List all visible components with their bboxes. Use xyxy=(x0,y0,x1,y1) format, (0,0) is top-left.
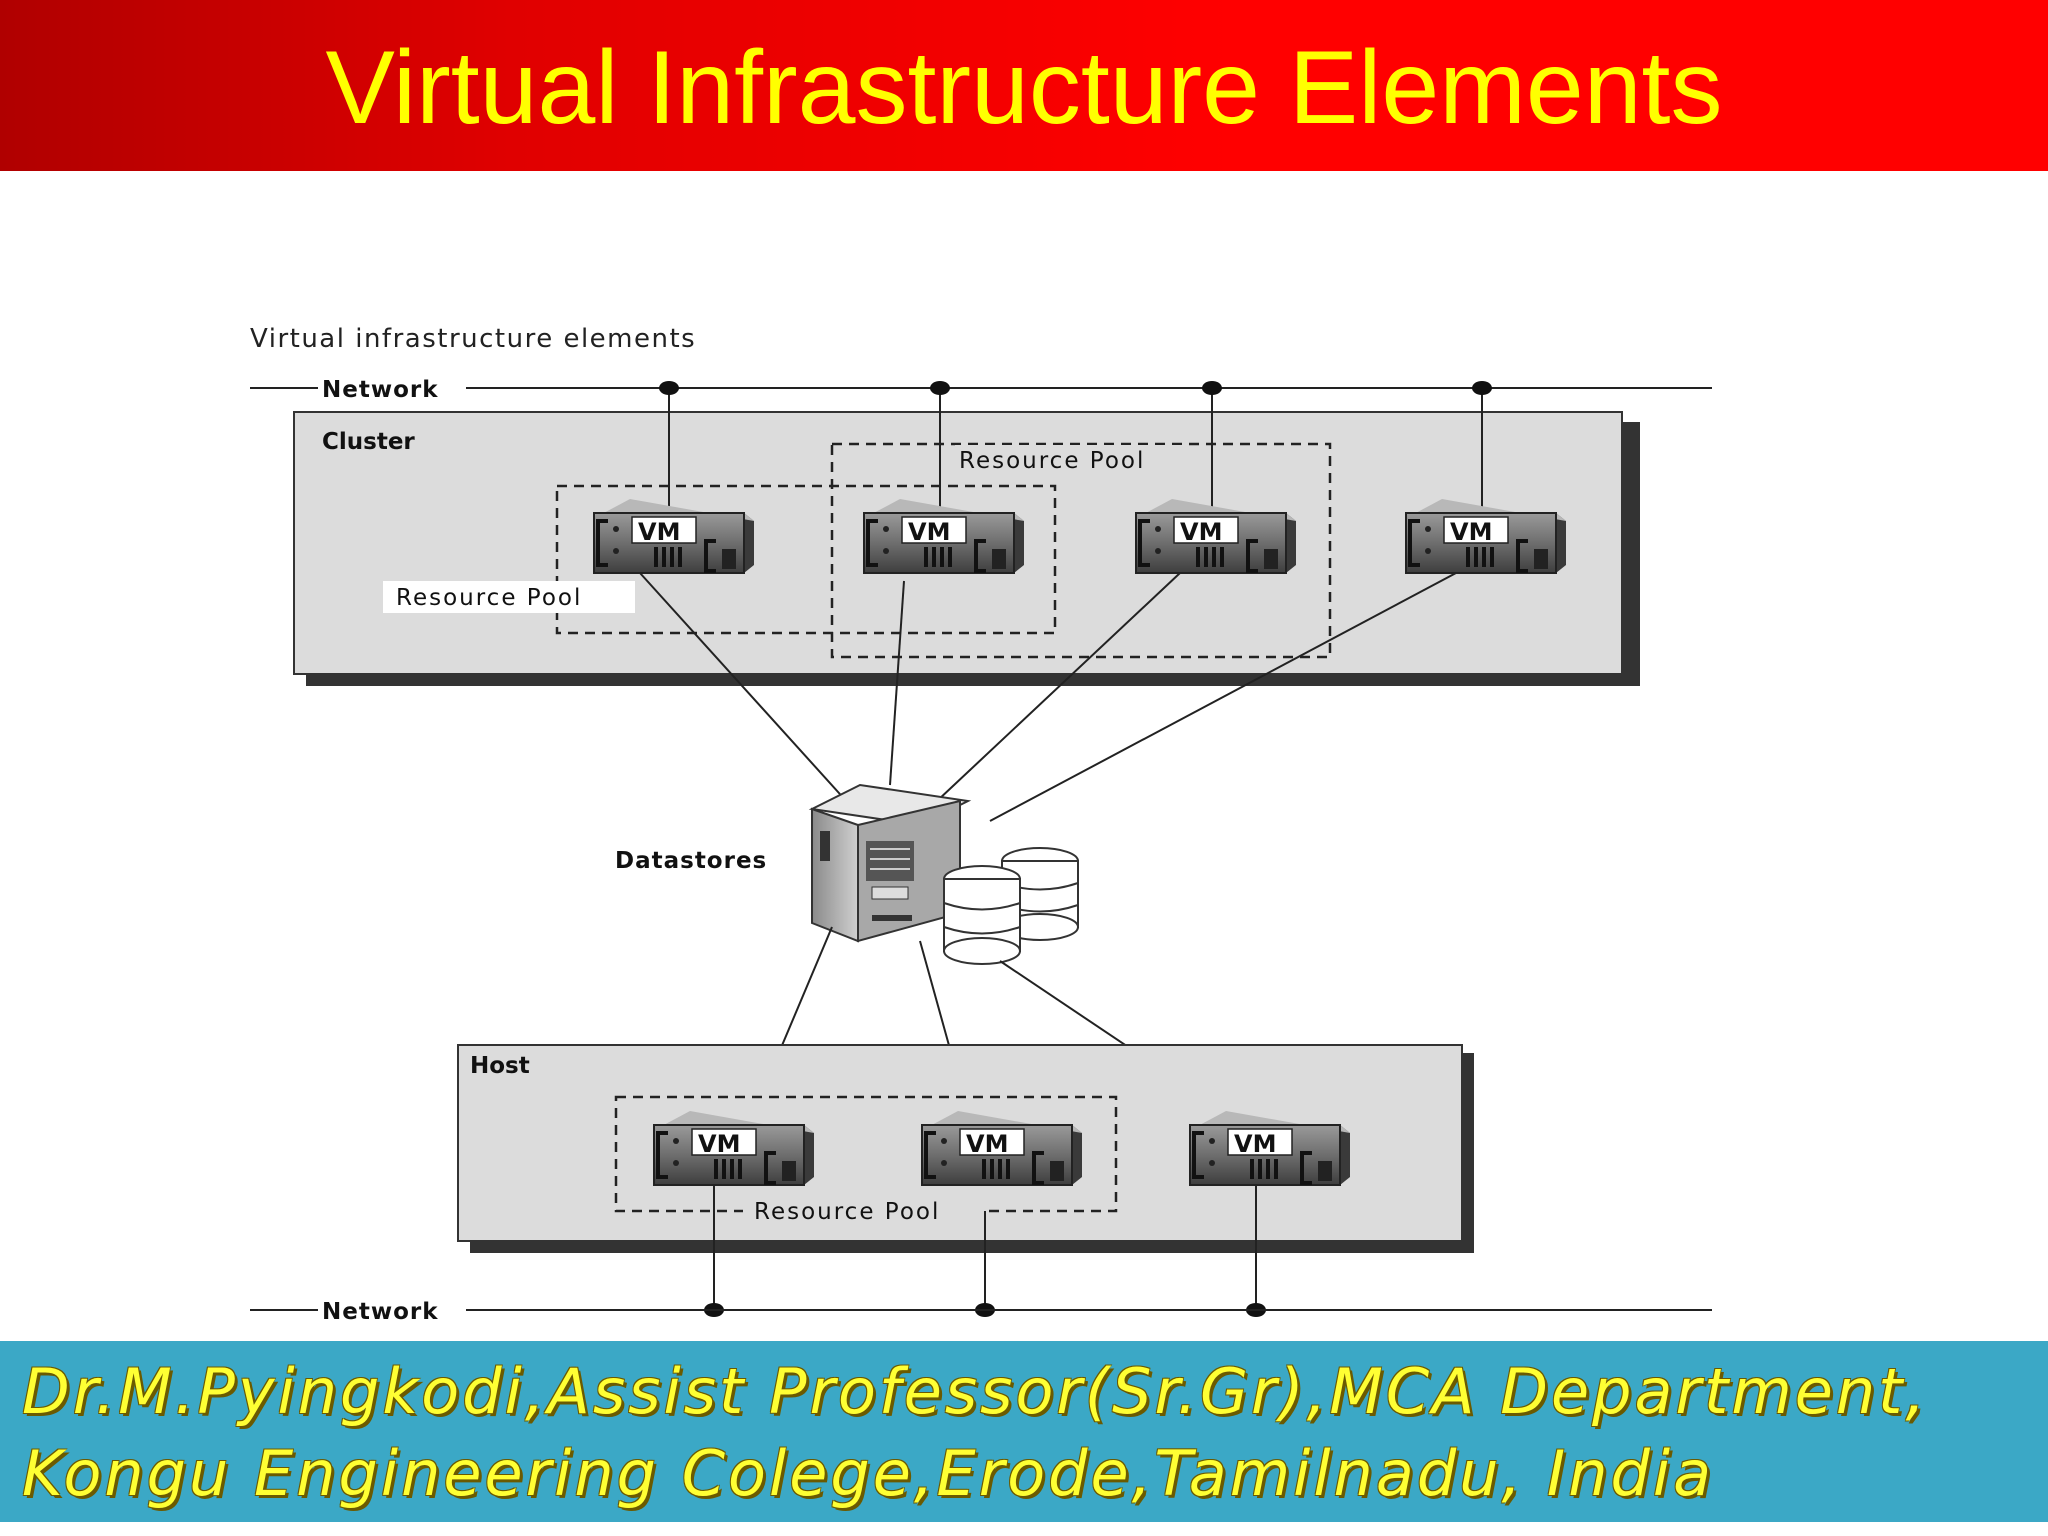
diagram-caption: Virtual infrastructure elements xyxy=(250,324,696,354)
author-line: Dr.M.Pyingkodi,Assist Professor(Sr.Gr),M… xyxy=(22,1355,1929,1428)
institution-line: Kongu Engineering Colege,Erode,Tamilnadu… xyxy=(22,1437,1715,1510)
title-bar: Virtual Infrastructure Elements xyxy=(0,0,2048,171)
vm-host-3-label: VM xyxy=(1234,1130,1276,1158)
virtual-infrastructure-diagram: Virtual infrastructure elements Network … xyxy=(250,324,1712,1325)
cluster-label: Cluster xyxy=(322,429,415,455)
vm-host-2-label: VM xyxy=(966,1130,1008,1158)
cluster-resource-pool-right-label: Resource Pool xyxy=(959,448,1145,474)
network-top-label: Network xyxy=(322,377,439,403)
slide-title: Virtual Infrastructure Elements xyxy=(325,30,1723,146)
vm-cluster-3-label: VM xyxy=(1180,518,1222,546)
datastore-disks-icon xyxy=(943,847,1079,965)
host-label: Host xyxy=(470,1053,530,1079)
vm-host-1-label: VM xyxy=(698,1130,740,1158)
cluster-resource-pool-right xyxy=(830,442,1332,659)
vm-cluster-4-label: VM xyxy=(1450,518,1492,546)
cluster-resource-pool-left xyxy=(555,484,1057,635)
network-bottom-label: Network xyxy=(322,1299,439,1325)
footer-banner: Dr.M.Pyingkodi,Assist Professor(Sr.Gr),M… xyxy=(0,1341,2048,1522)
host-resource-pool-label: Resource Pool xyxy=(754,1199,940,1225)
network-top-connections xyxy=(659,381,1492,515)
vm-cluster-1-label: VM xyxy=(638,518,680,546)
cluster-resource-pool-left-label: Resource Pool xyxy=(396,585,582,611)
bottom-strip xyxy=(0,1522,2048,1536)
datastore-connections-top xyxy=(639,572,1457,822)
datastores-label: Datastores xyxy=(615,848,767,874)
datastore-server-icon xyxy=(808,783,972,943)
vm-cluster-2-label: VM xyxy=(908,518,950,546)
